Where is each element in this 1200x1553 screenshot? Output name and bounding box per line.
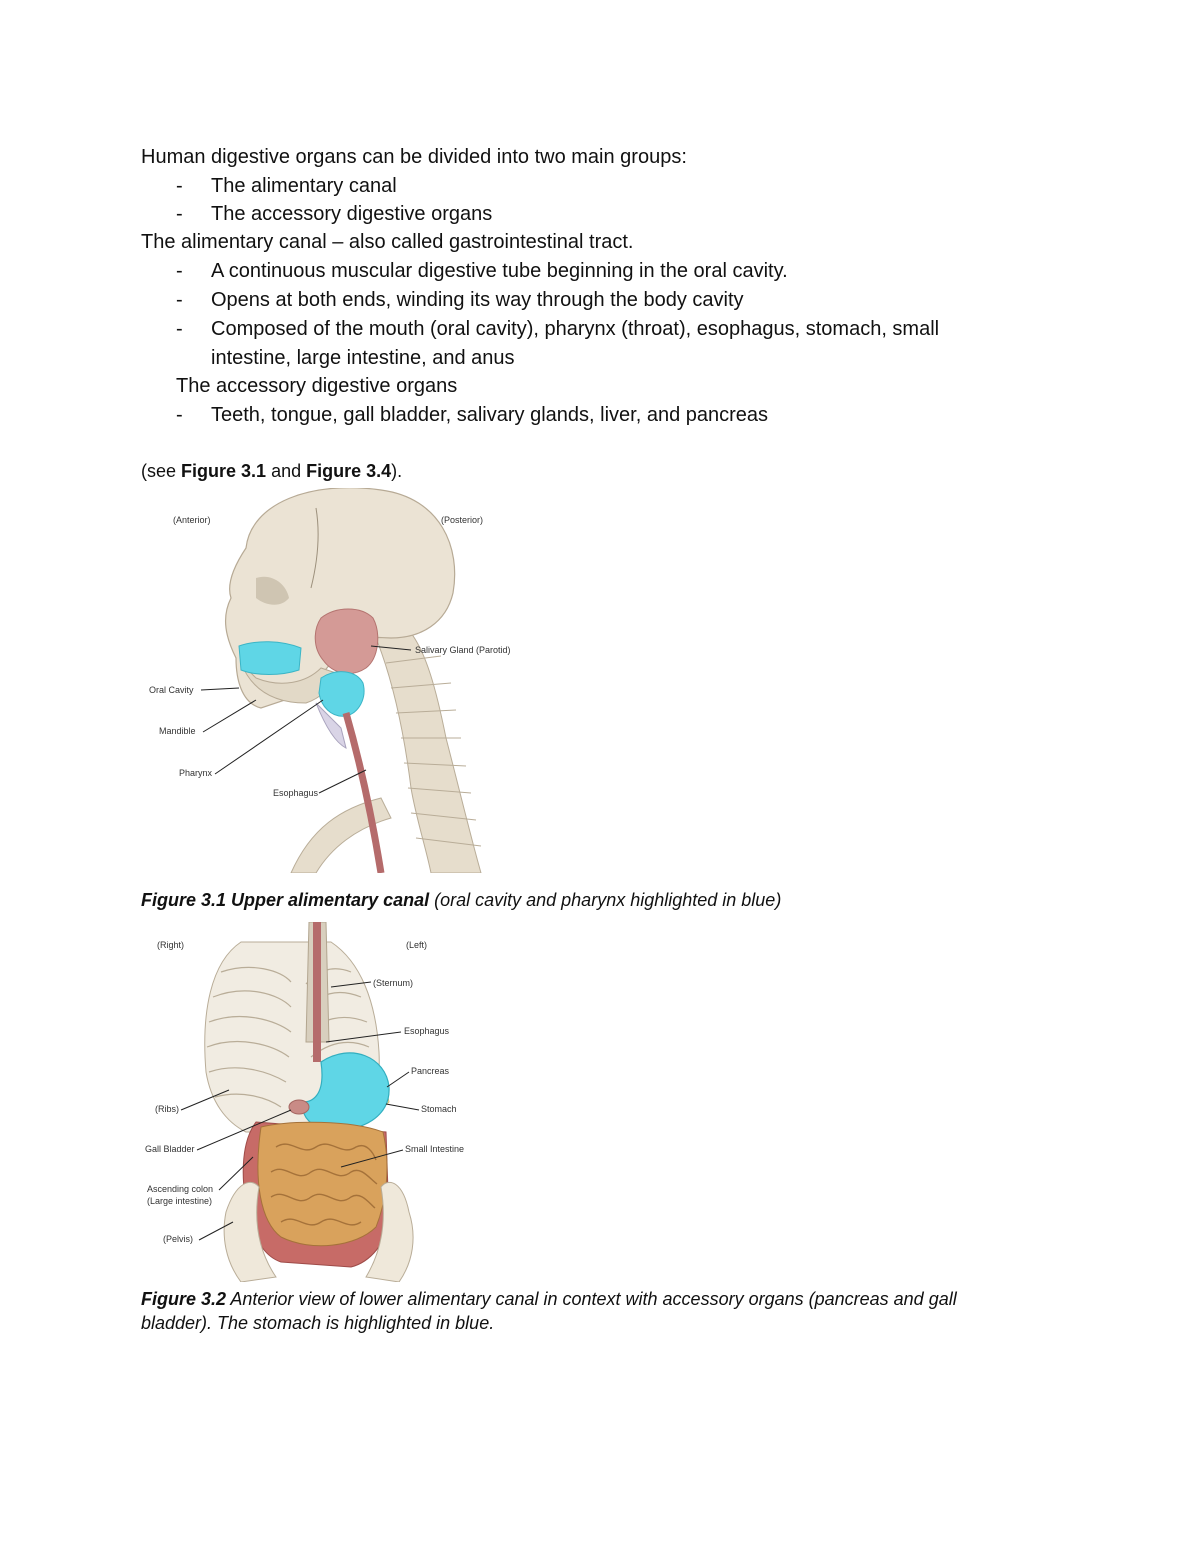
canal-point: Opens at both ends, winding its way thro… <box>211 289 744 311</box>
canal-point-continued: intestine, large intestine, and anus <box>211 347 515 369</box>
pointer-esophagus-2 <box>325 1031 402 1043</box>
pelvis-left <box>365 1181 414 1282</box>
label-mandible: Mandible <box>159 726 196 736</box>
pointer-ribs <box>180 1089 230 1111</box>
figure-3-4-link: Figure 3.4 <box>306 461 392 481</box>
group-item: The alimentary canal <box>211 175 397 197</box>
pointer-oral-cavity <box>200 687 240 691</box>
intestine-folds <box>270 1143 378 1226</box>
label-large-intestine: (Large intestine) <box>147 1196 212 1206</box>
esophagus <box>342 712 385 873</box>
clavicle <box>290 797 392 873</box>
ref-pre: (see <box>141 461 182 481</box>
canal-heading: The alimentary canal – also called gastr… <box>141 231 634 253</box>
bullet-dash: - <box>176 175 183 197</box>
label-left: (Left) <box>406 940 427 950</box>
pointer-salivary <box>370 645 412 651</box>
bullet-dash: - <box>176 260 183 282</box>
larynx <box>315 702 347 749</box>
gall-bladder <box>288 1099 310 1115</box>
accessory-heading: The accessory digestive organs <box>176 375 458 397</box>
label-small-intestine: Small Intestine <box>405 1144 464 1154</box>
caption-line-1: Anterior view of lower alimentary canal … <box>226 1289 957 1309</box>
label-posterior: (Posterior) <box>441 515 483 525</box>
ref-post: ). <box>391 461 403 481</box>
oral-cavity-teeth <box>238 641 302 675</box>
label-esophagus: Esophagus <box>273 788 319 798</box>
pharynx <box>318 671 365 717</box>
figure-3-1-link: Figure 3.1 <box>181 461 267 481</box>
figure-3-2-caption-line-2: bladder). The stomach is highlighted in … <box>141 1313 495 1333</box>
canal-point: Composed of the mouth (oral cavity), pha… <box>211 318 940 340</box>
label-ribs: (Ribs) <box>155 1104 179 1114</box>
caption-bold: Figure 3.2 <box>141 1289 227 1309</box>
group-item: The accessory digestive organs <box>211 203 493 225</box>
bullet-dash: - <box>176 203 183 225</box>
pointer-pelvis <box>198 1221 234 1241</box>
pointer-ascending-colon <box>218 1156 254 1191</box>
intro-text: Human digestive organs can be divided in… <box>141 146 687 168</box>
pointer-esophagus <box>318 769 367 794</box>
small-intestine <box>257 1121 388 1247</box>
figure-3-2-torso-illustration: (Right) (Left) (Sternum) Esophagus Pancr… <box>145 922 464 1282</box>
pointer-mandible <box>202 699 257 733</box>
figure-3-1-head-neck-illustration: (Anterior) (Posterior) Salivary Gland (P… <box>149 488 511 873</box>
accessory-point: Teeth, tongue, gall bladder, salivary gl… <box>211 404 769 426</box>
salivary-gland <box>314 608 379 675</box>
label-stomach: Stomach <box>421 1104 457 1114</box>
label-gall-bladder: Gall Bladder <box>145 1144 195 1154</box>
label-pelvis: (Pelvis) <box>163 1234 193 1244</box>
bullet-dash: - <box>176 318 183 340</box>
ref-mid: and <box>266 461 307 481</box>
label-salivary-gland: Salivary Gland (Parotid) <box>415 645 511 655</box>
figure-3-1-caption: Figure 3.1 Upper alimentary canal (oral … <box>141 888 781 912</box>
cervical-spine <box>375 632 482 873</box>
label-anterior: (Anterior) <box>173 515 211 525</box>
pelvis-right <box>223 1181 277 1282</box>
bullet-dash: - <box>176 404 183 426</box>
canal-point: A continuous muscular digestive tube beg… <box>211 260 788 282</box>
label-right: (Right) <box>157 940 184 950</box>
eye-socket <box>256 576 289 605</box>
figure-3-2-caption-line-1: Figure 3.2 Anterior view of lower alimen… <box>141 1287 957 1311</box>
caption-bold: Figure 3.1 Upper alimentary canal <box>141 890 430 910</box>
label-ascending-colon: Ascending colon <box>147 1184 213 1194</box>
label-pharynx: Pharynx <box>179 768 213 778</box>
label-pancreas: Pancreas <box>411 1066 450 1076</box>
pointer-sternum <box>330 981 372 988</box>
label-sternum: (Sternum) <box>373 978 413 988</box>
pointer-small-intestine <box>340 1149 404 1168</box>
figure-reference: (see Figure 3.1 and Figure 3.4). <box>141 457 402 485</box>
bullet-dash: - <box>176 289 183 311</box>
caption-rest: (oral cavity and pharynx highlighted in … <box>429 890 782 910</box>
pointer-gall-bladder <box>196 1109 292 1151</box>
pointer-stomach <box>385 1103 420 1111</box>
pointer-pancreas <box>386 1071 410 1088</box>
label-oral-cavity: Oral Cavity <box>149 685 194 695</box>
label-esophagus-2: Esophagus <box>404 1026 450 1036</box>
pointer-pharynx <box>214 699 324 775</box>
skull-suture <box>310 507 319 589</box>
